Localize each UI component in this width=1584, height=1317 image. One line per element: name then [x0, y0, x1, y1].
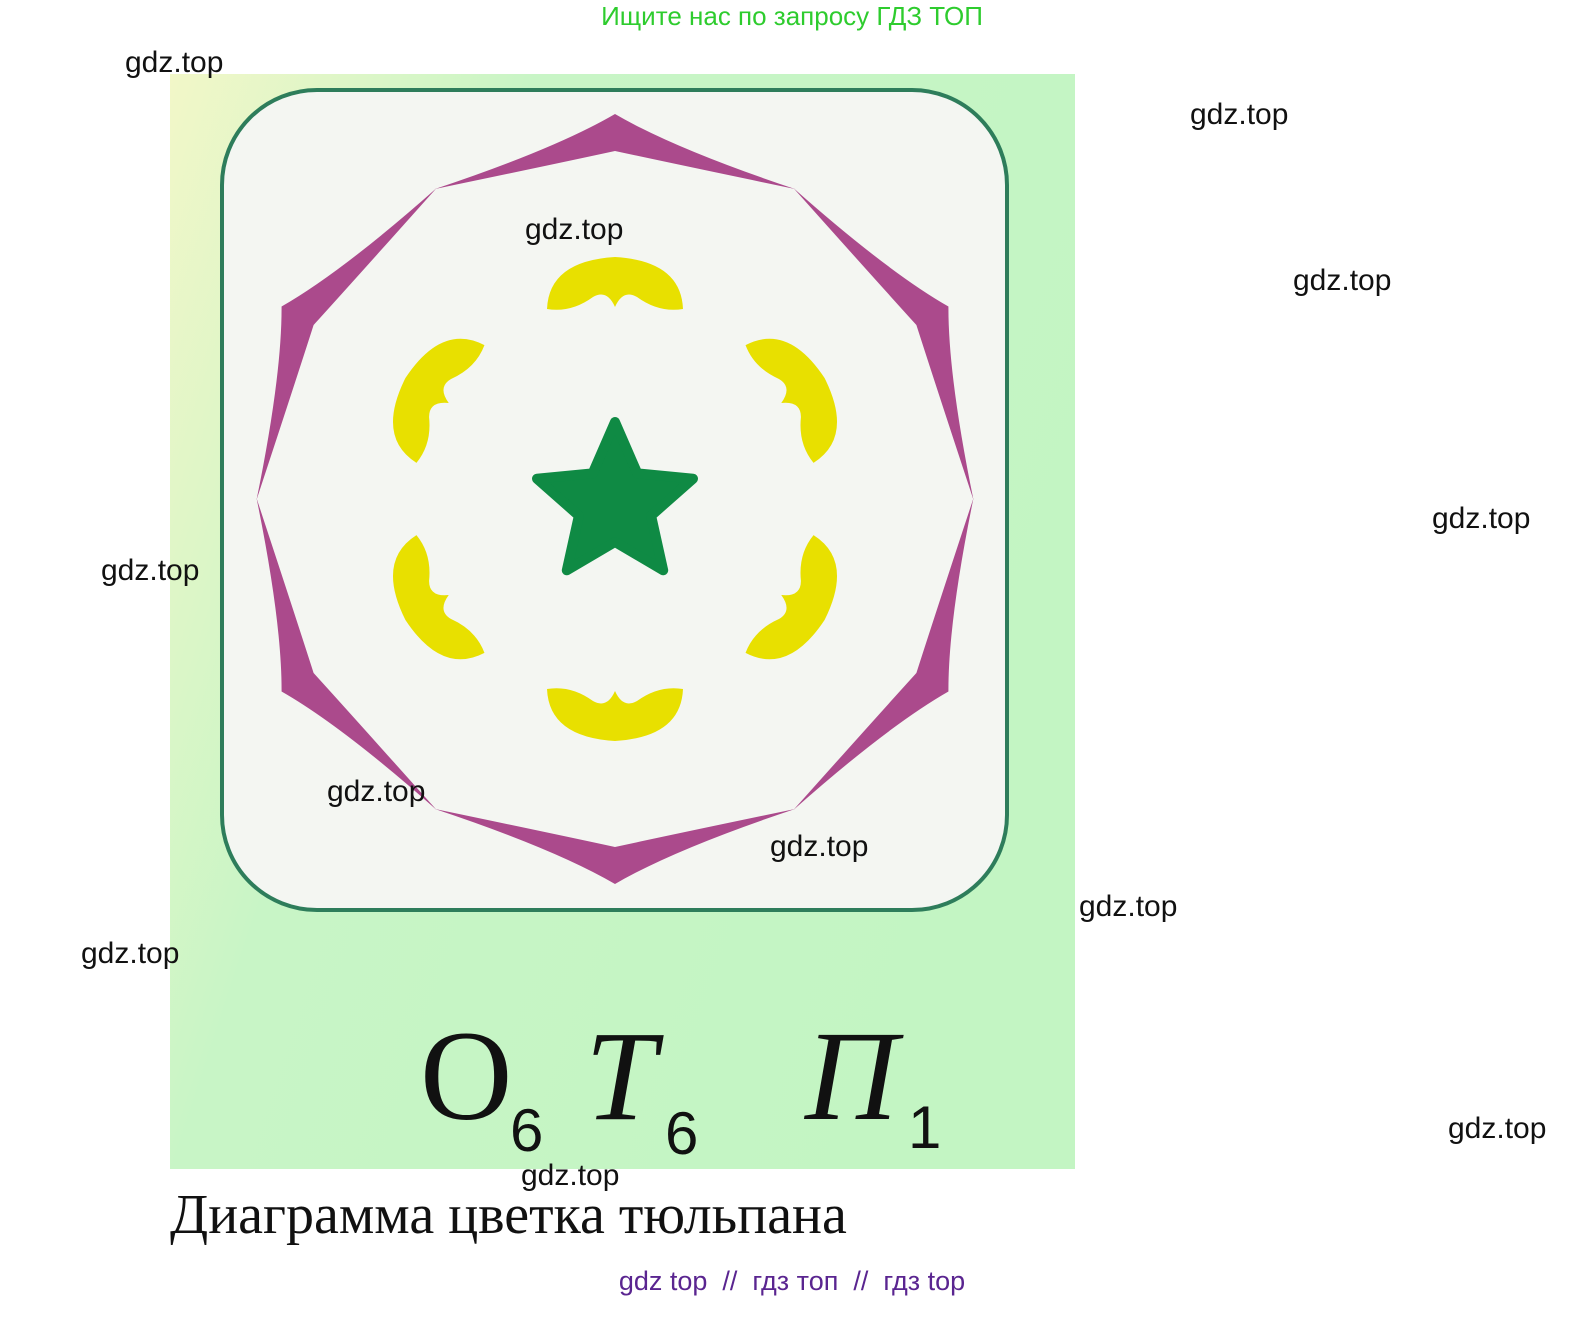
- watermark-label: gdz.top: [521, 1159, 620, 1192]
- flower-diagram-svg: O 6 T 6 П 1: [170, 74, 1075, 1169]
- tepal-4: [435, 809, 795, 884]
- watermark-label: gdz.top: [1079, 890, 1178, 923]
- formula-term-2-count: 6: [665, 1100, 698, 1167]
- tepal-5: [256, 498, 437, 810]
- stamen-4: [547, 688, 683, 741]
- flower-diagram-figure: O 6 T 6 П 1: [170, 74, 1075, 1169]
- formula-term-3-count: 1: [908, 1094, 941, 1161]
- watermark-label: gdz.top: [125, 46, 224, 79]
- formula-term-1-count: 6: [510, 1097, 543, 1164]
- tepal-2: [793, 188, 974, 500]
- pistil-star: [532, 417, 698, 576]
- top-banner: Ищите нас по запросу ГДЗ ТОП: [601, 1, 983, 31]
- footer-watermark: gdz top // гдз топ // гдз top: [618, 1266, 966, 1296]
- watermark-label: gdz.top: [327, 775, 426, 808]
- watermark-label: gdz.top: [1448, 1112, 1547, 1145]
- watermark-label: gdz.top: [525, 213, 624, 246]
- tepal-6: [256, 188, 437, 500]
- watermark-label: gdz.top: [770, 830, 869, 863]
- watermark-label: gdz.top: [81, 937, 180, 970]
- tepals-group: [256, 114, 974, 884]
- formula-term-1-letter: O: [420, 1005, 512, 1147]
- flower-formula: O 6 T 6 П 1: [420, 1005, 941, 1167]
- watermark-label: gdz.top: [101, 554, 200, 587]
- tepal-3: [793, 498, 974, 810]
- formula-term-2-letter: T: [585, 1005, 664, 1147]
- stamen-6: [393, 338, 485, 463]
- figure-caption: Диаграмма цветка тюльпана: [170, 1184, 847, 1246]
- tepal-1: [435, 114, 795, 189]
- stamen-2: [745, 338, 837, 463]
- stamen-5: [393, 535, 485, 660]
- stamen-3: [745, 535, 837, 660]
- formula-term-3-letter: П: [803, 1005, 904, 1147]
- stamens-group: [393, 257, 837, 741]
- stamen-1: [547, 257, 683, 310]
- watermark-label: gdz.top: [1432, 502, 1531, 535]
- watermark-label: gdz.top: [1190, 98, 1289, 131]
- watermark-label: gdz.top: [1293, 264, 1392, 297]
